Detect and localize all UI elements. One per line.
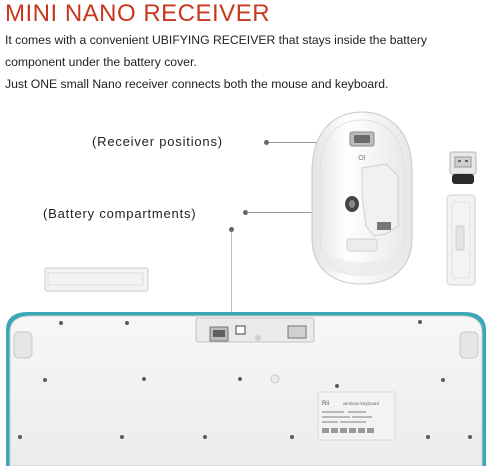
- battery-callout-leader: [247, 212, 355, 213]
- keyboard-callout-dot: [229, 227, 234, 232]
- description-line-3: Just ONE small Nano receiver connects bo…: [5, 77, 389, 91]
- nano-receiver-stored: [354, 135, 370, 143]
- keyboard-brand-text: Rii: [322, 401, 329, 407]
- keyboard-foot-left: [13, 331, 33, 359]
- battery-compartments-callout: (Battery compartments): [43, 206, 197, 221]
- mouse-battery-contact: [377, 222, 391, 230]
- description-line-1: It comes with a convenient UBIFYING RECE…: [5, 33, 427, 47]
- mouse-battery-cover: [446, 194, 476, 286]
- description-line-2: component under the battery cover.: [5, 55, 197, 69]
- keyboard-underside: Rii wireless keyboard: [6, 312, 486, 466]
- keyboard-receiver-slot: [213, 330, 225, 337]
- page-heading: MINI NANO RECEIVER: [5, 0, 271, 27]
- mouse-foot: [346, 238, 378, 252]
- battery-callout-dot: [243, 210, 248, 215]
- keyboard-callout-leader: [231, 232, 232, 324]
- receiver-positions-callout: (Receiver positions): [92, 134, 223, 149]
- receiver-callout-dot: [264, 140, 269, 145]
- keyboard-screws: [18, 320, 472, 439]
- mouse-switch-marking: OI: [358, 155, 365, 162]
- receiver-callout-leader: [268, 142, 346, 143]
- keyboard-battery-cover: [44, 267, 149, 292]
- keyboard-product-text: wireless keyboard: [343, 401, 380, 406]
- nano-receiver: [449, 151, 477, 184]
- keyboard-foot-right: [459, 331, 479, 359]
- mouse-battery-compartment: [361, 163, 399, 237]
- mouse-underside: OI: [311, 111, 413, 285]
